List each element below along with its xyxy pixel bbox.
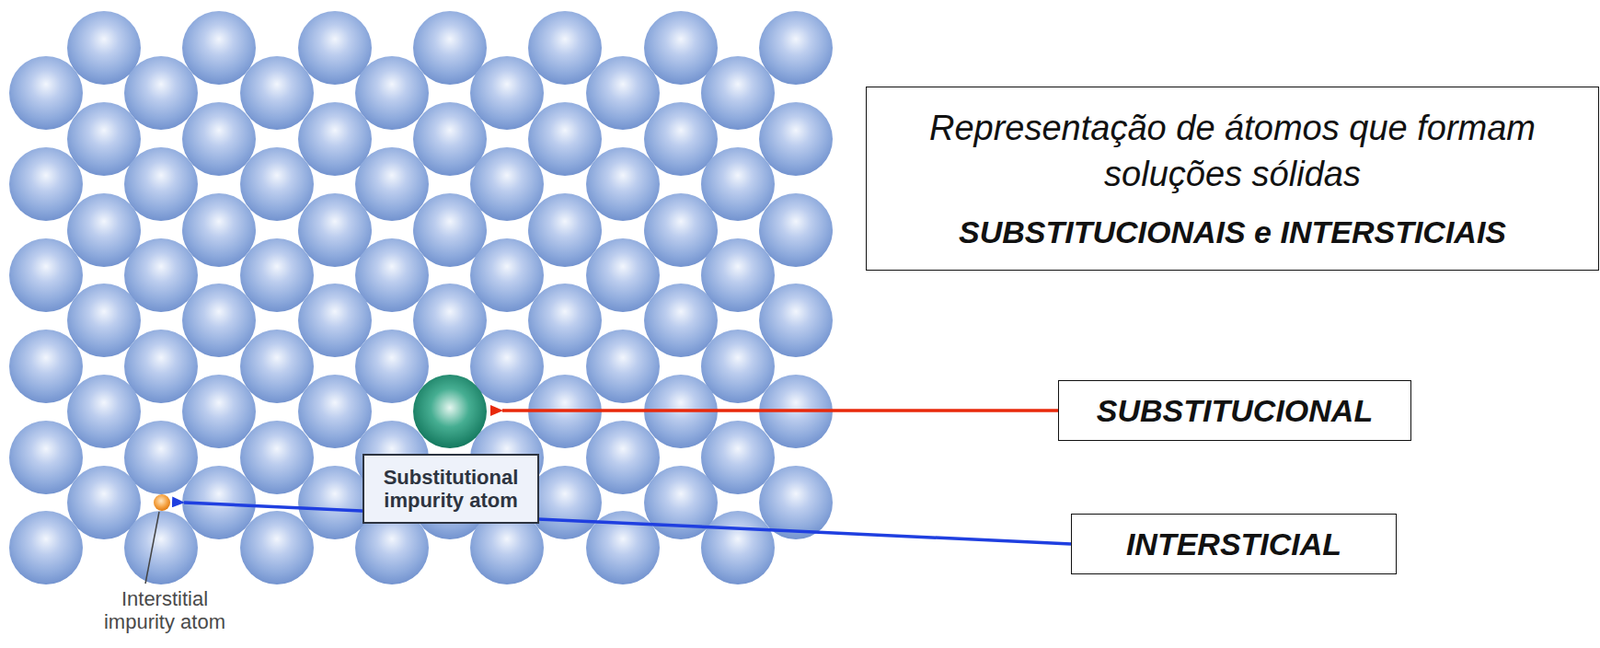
label-box: INTERSTICIAL	[1070, 513, 1397, 575]
box-text: Substitutional impurity atom	[369, 465, 532, 513]
host-atoms	[9, 11, 833, 585]
callout-label: Interstitial impurity atom	[91, 587, 239, 634]
box-text: SUBSTITUCIONAL	[1096, 391, 1373, 430]
impurity-label-box: Substitutional impurity atom	[362, 453, 540, 524]
interstitial-atom	[153, 494, 171, 511]
caption-box: Representação de átomos que formam soluç…	[865, 86, 1600, 271]
leader-line	[145, 511, 160, 584]
label-box: SUBSTITUCIONAL	[1058, 379, 1412, 441]
box-text: Representação de átomos que formam soluç…	[879, 105, 1586, 197]
substitutional-atom	[413, 374, 487, 449]
box-text: INTERSTICIAL	[1126, 525, 1342, 564]
pointer-arrow	[184, 502, 1071, 544]
pointer-arrow	[502, 408, 1059, 413]
box-subtext: SUBSTITUCIONAIS e INTERSTICIAIS	[958, 213, 1507, 252]
